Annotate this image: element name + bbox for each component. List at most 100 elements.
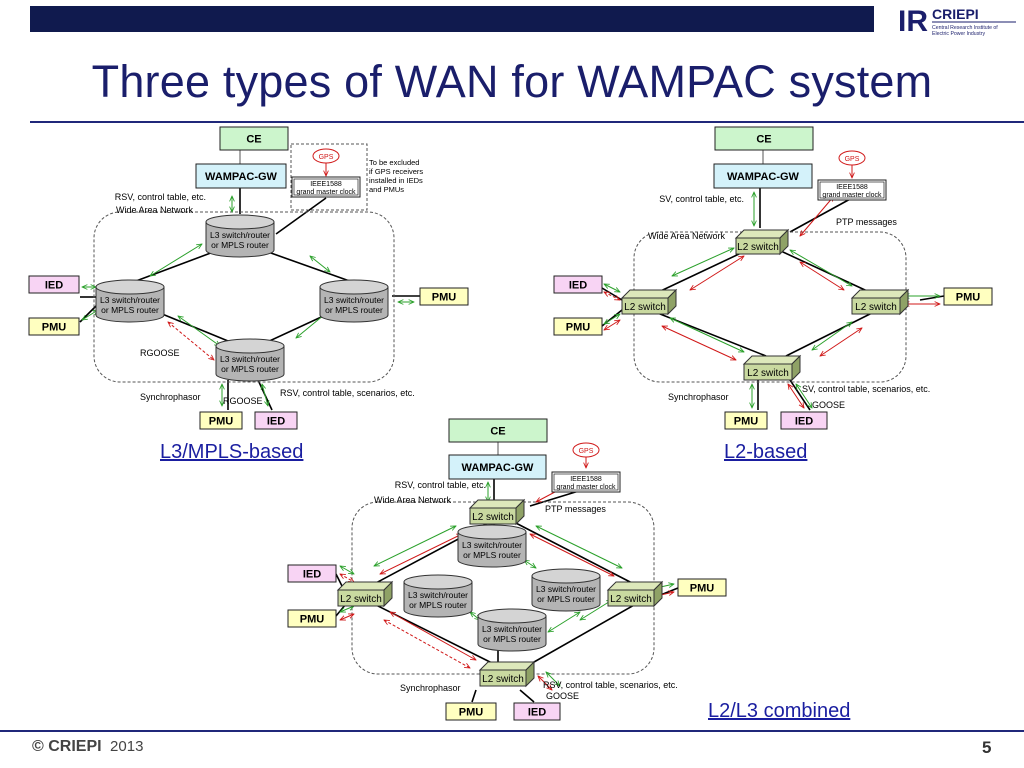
l2-switch-top-d2-label: L2 switch — [737, 242, 779, 253]
l2-switch-left-d2-label: L2 switch — [624, 302, 666, 313]
wampac-gw-d1[interactable]: WAMPAC-GW — [195, 163, 287, 189]
l3-router-left-d3-label-2: or MPLS router — [409, 600, 467, 610]
slide-title: Three types of WAN for WAMPAC system — [91, 56, 933, 107]
wampac-gw-d3[interactable]: WAMPAC-GW — [448, 454, 547, 480]
l2-switch-top-d3-label: L2 switch — [472, 512, 514, 523]
logo-subtitle-2: Electric Power Industry — [932, 31, 985, 37]
ce-box-d1[interactable]: CE — [219, 126, 289, 151]
ied-bottom-d2[interactable]: IED — [780, 411, 828, 430]
ce-box-d3[interactable]: CE — [448, 418, 548, 443]
ied-bottom-d1[interactable]: IED — [254, 411, 298, 430]
note-rgoose-bottom-d1: RGOOSE — [223, 396, 263, 406]
wampac-gw-d3-label: WAMPAC-GW — [462, 462, 535, 474]
l3-router-right-d1-label-1: L3 switch/router — [324, 295, 384, 305]
l2-switch-bottom-d2[interactable]: L2 switch — [742, 354, 802, 382]
caption-l2-based[interactable]: L2-based — [724, 441, 808, 463]
ieee1588-clock-d3-label-1: IEEE1588 — [570, 476, 602, 483]
ce-box-d1-label: CE — [246, 134, 261, 146]
l2-switch-left-d2-front — [621, 297, 669, 315]
pmu-bottom-d2[interactable]: PMU — [724, 411, 768, 430]
l2-switch-left-d2[interactable]: L2 switch — [620, 288, 678, 316]
gps-d2-ellipse — [838, 150, 866, 166]
footer-org: CRIEPI — [48, 738, 102, 755]
ied-bottom-d1-box — [254, 411, 298, 430]
caption-l3-mpls-based[interactable]: L3/MPLS-based — [160, 441, 304, 463]
l2-switch-right-d3[interactable]: L2 switch — [606, 580, 664, 608]
l3-router-bottom-d1-label-2: or MPLS router — [221, 364, 279, 374]
pmu-right-d2[interactable]: PMU — [943, 287, 993, 306]
note-rsv-scen-d1: RSV, control table, scenarios, etc. — [280, 388, 415, 398]
wampac-gw-d2[interactable]: WAMPAC-GW — [713, 163, 813, 189]
red-message-arrow — [380, 534, 462, 574]
gps-optional-region — [290, 143, 368, 211]
note-gps-exclude-2: if GPS receivers — [369, 167, 423, 176]
pmu-left-d2-box — [553, 317, 603, 336]
green-message-arrow — [580, 600, 612, 620]
pmu-right-d1[interactable]: PMU — [419, 287, 469, 306]
clock-l3-link-d1 — [275, 197, 327, 235]
l2-switch-right-d3-front — [607, 589, 655, 607]
l3-router-left-d1-label-1: L3 switch/router — [100, 295, 160, 305]
note-synchrophasor-d3: Synchrophasor — [400, 683, 461, 693]
pmu-bottom-d3[interactable]: PMU — [445, 702, 497, 721]
l3-router-bottom-d3-label-2: or MPLS router — [483, 634, 541, 644]
gps-d2: GPS — [838, 150, 866, 166]
footer-divider — [0, 730, 1024, 732]
pmu-left-d2[interactable]: PMU — [553, 317, 603, 336]
l3-router-bottom-d1-body — [215, 345, 285, 382]
l2-switch-bottom-d3-top — [478, 661, 536, 671]
pmu-right-d3[interactable]: PMU — [677, 578, 727, 597]
pmu-bottom-d1[interactable]: PMU — [199, 411, 243, 430]
ied-bottom-d3[interactable]: IED — [513, 702, 561, 721]
ce-box-d2[interactable]: CE — [714, 126, 814, 151]
ied-bottom-d1-label: IED — [267, 416, 285, 428]
l3-router-right-d3-label-1: L3 switch/router — [536, 584, 596, 594]
ied-left-d2[interactable]: IED — [553, 275, 603, 294]
pmu-right-d1-box — [419, 287, 469, 306]
pmu-left-d3[interactable]: PMU — [287, 609, 337, 628]
wampac-gw-d1-label: WAMPAC-GW — [205, 171, 278, 183]
red-message-arrow — [604, 320, 620, 330]
ied-left-d1[interactable]: IED — [28, 275, 80, 294]
l3-router-top-d3-top — [457, 524, 527, 540]
pmu-left-d1[interactable]: PMU — [28, 317, 80, 336]
gps-d2-label: GPS — [845, 156, 860, 163]
ied-left-d3[interactable]: IED — [287, 564, 337, 583]
green-message-arrow — [340, 606, 354, 612]
green-message-arrow — [262, 384, 268, 406]
red-message-arrow — [690, 256, 744, 290]
pmu-right-l2-link-d2 — [919, 295, 945, 301]
ieee1588-clock-d2-label-2: grand master clock — [822, 192, 882, 199]
l3-router-left-d3-body — [403, 581, 473, 618]
l2-switch-left-d2-top — [620, 289, 678, 299]
l2-switch-top-d2[interactable]: L2 switch — [734, 228, 790, 256]
red-message-arrow — [820, 328, 862, 356]
gps-d1-ellipse — [312, 148, 340, 164]
l2-switch-top-d3[interactable]: L2 switch — [468, 498, 526, 526]
note-gps-exclude-3: installed in IEDs — [369, 176, 423, 185]
pmu-right-d2-box — [943, 287, 993, 306]
gps-d1: GPS — [312, 148, 340, 164]
note-ptp-d3: PTP messages — [545, 504, 606, 514]
l2-switch-bottom-d3[interactable]: L2 switch — [478, 660, 536, 688]
l2-pmu-bottom-link-d3 — [471, 689, 477, 703]
ce-box-d3-label: CE — [490, 426, 505, 438]
caption-l2-l3-combined[interactable]: L2/L3 combined — [708, 700, 851, 722]
l2-switch-left-d3[interactable]: L2 switch — [336, 580, 394, 608]
ieee1588-clock-d3-inner — [553, 473, 619, 491]
ied-bottom-d2-label: IED — [795, 416, 813, 428]
l2-switch-right-d2[interactable]: L2 switch — [850, 288, 910, 316]
ieee1588-clock-d1-inner — [293, 178, 359, 196]
note-ptp-d2: PTP messages — [836, 217, 897, 227]
